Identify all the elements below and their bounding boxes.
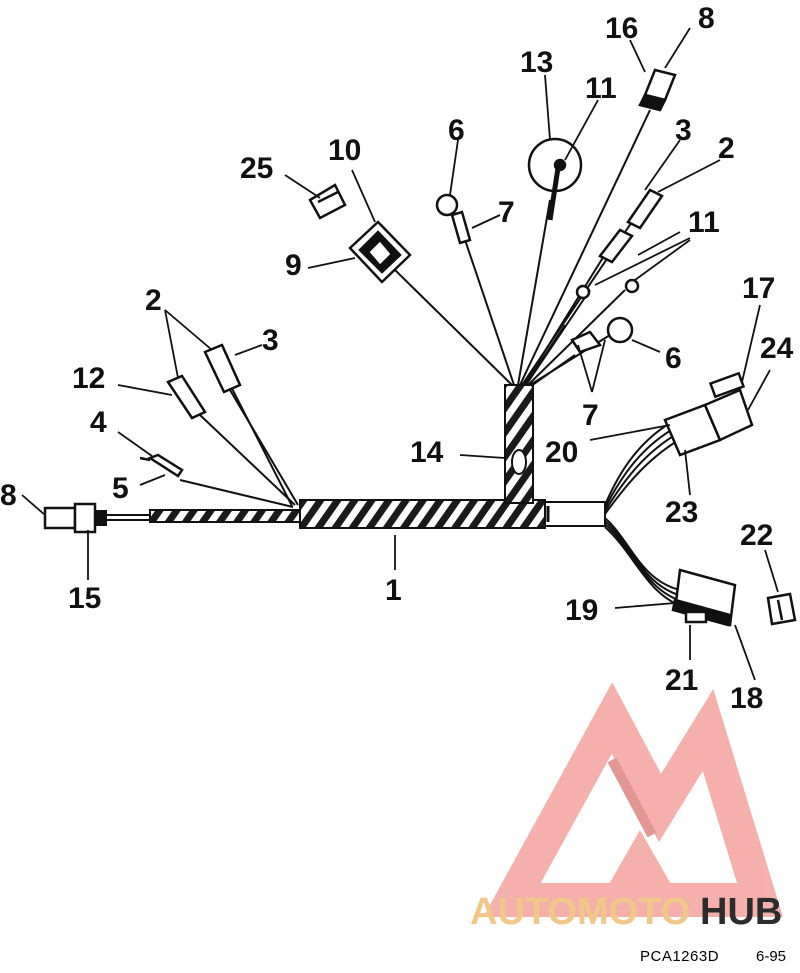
callout-2-upper-right: 2 xyxy=(718,132,735,165)
callout-20: 20 xyxy=(545,436,578,469)
callout-3-left: 3 xyxy=(262,324,279,357)
connector-23 xyxy=(663,371,754,457)
callout-15: 15 xyxy=(68,582,101,615)
connector-10 xyxy=(348,220,412,284)
watermark-text: AUTOMOTO HUB xyxy=(470,891,782,933)
left-terminals xyxy=(139,343,242,478)
callout-labels: 8 16 13 11 3 2 6 10 25 7 11 9 17 2 3 24 … xyxy=(0,2,794,715)
callout-8-top: 8 xyxy=(698,2,715,35)
callout-8-left: 8 xyxy=(0,479,17,512)
callout-11-top: 11 xyxy=(585,72,617,105)
callout-6-upper: 6 xyxy=(448,114,465,147)
callout-22: 22 xyxy=(740,519,773,552)
callout-25: 25 xyxy=(240,152,273,185)
callout-7-upper: 7 xyxy=(498,196,515,229)
watermark-text-a: AUTOMOTO xyxy=(470,891,690,933)
callout-14: 14 xyxy=(410,436,444,469)
main-harness-trunk xyxy=(105,384,606,529)
watermark-logo xyxy=(483,682,783,917)
ground-disc-13 xyxy=(527,137,583,221)
callout-5: 5 xyxy=(112,472,129,505)
callout-21: 21 xyxy=(665,664,698,697)
connector-25 xyxy=(308,183,347,220)
callout-16: 16 xyxy=(605,12,638,45)
callout-2-left: 2 xyxy=(145,284,162,317)
callout-17: 17 xyxy=(742,272,775,305)
connector-18 xyxy=(671,568,737,627)
callout-12: 12 xyxy=(72,362,105,395)
connector-top-bullet xyxy=(638,68,677,112)
pin-22 xyxy=(766,592,797,626)
callout-19: 19 xyxy=(565,594,598,627)
callout-13: 13 xyxy=(520,46,553,79)
callout-4: 4 xyxy=(90,406,107,439)
figure-code: PCA1263D xyxy=(640,948,720,965)
callout-10: 10 xyxy=(328,134,361,167)
callout-6-right: 6 xyxy=(665,342,682,375)
right-wire-bundle xyxy=(604,419,687,609)
callout-11-right: 11 xyxy=(688,206,720,239)
watermark-text-b: HUB xyxy=(700,891,782,933)
callout-1: 1 xyxy=(385,574,402,607)
connector-left-bullet xyxy=(43,502,107,534)
callout-18: 18 xyxy=(730,682,763,715)
ring-terminal-upper xyxy=(435,193,472,245)
callout-24: 24 xyxy=(760,332,794,365)
callout-7-right: 7 xyxy=(582,399,599,432)
leader-lines xyxy=(21,27,779,681)
callout-9: 9 xyxy=(285,249,302,282)
upper-right-terminals xyxy=(570,188,664,354)
figure-date: 6-95 xyxy=(756,948,787,965)
callout-3-upper-right: 3 xyxy=(675,114,692,147)
callout-23: 23 xyxy=(665,496,698,529)
